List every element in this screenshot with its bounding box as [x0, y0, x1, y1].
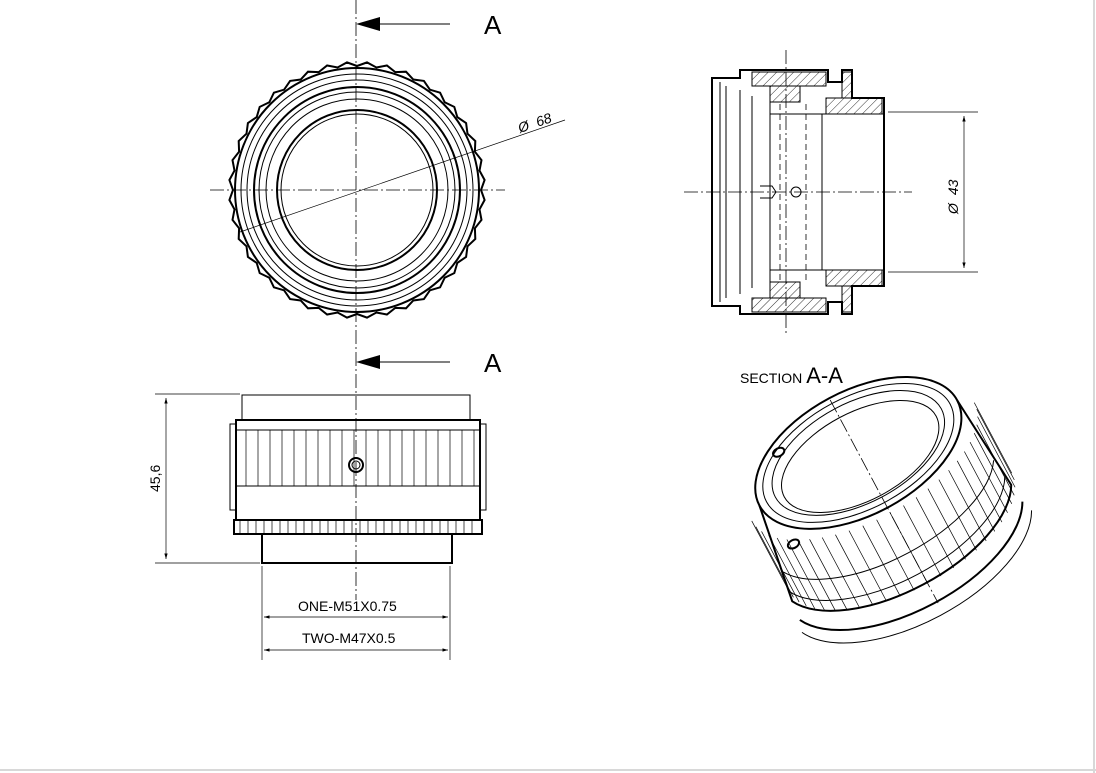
isometric-view — [751, 376, 1033, 644]
section-marker-bottom: A — [356, 348, 502, 378]
elevation-view: 45,6 ONE-M51X0.75 TWO-M47X0.5 — [147, 393, 487, 660]
section-letter-bottom: A — [484, 348, 502, 378]
thread-one-label: ONE-M51X0.75 — [298, 598, 397, 614]
knurled-outer-ring — [228, 61, 486, 319]
section-view: Ø43 — [684, 50, 978, 335]
section-letter-top: A — [484, 10, 502, 40]
section-diameter-label: Ø43 — [945, 179, 961, 215]
section-marker-top: A — [356, 10, 502, 40]
thread-two-label: TWO-M47X0.5 — [302, 630, 396, 646]
height-dimension-label: 45,6 — [147, 465, 163, 492]
